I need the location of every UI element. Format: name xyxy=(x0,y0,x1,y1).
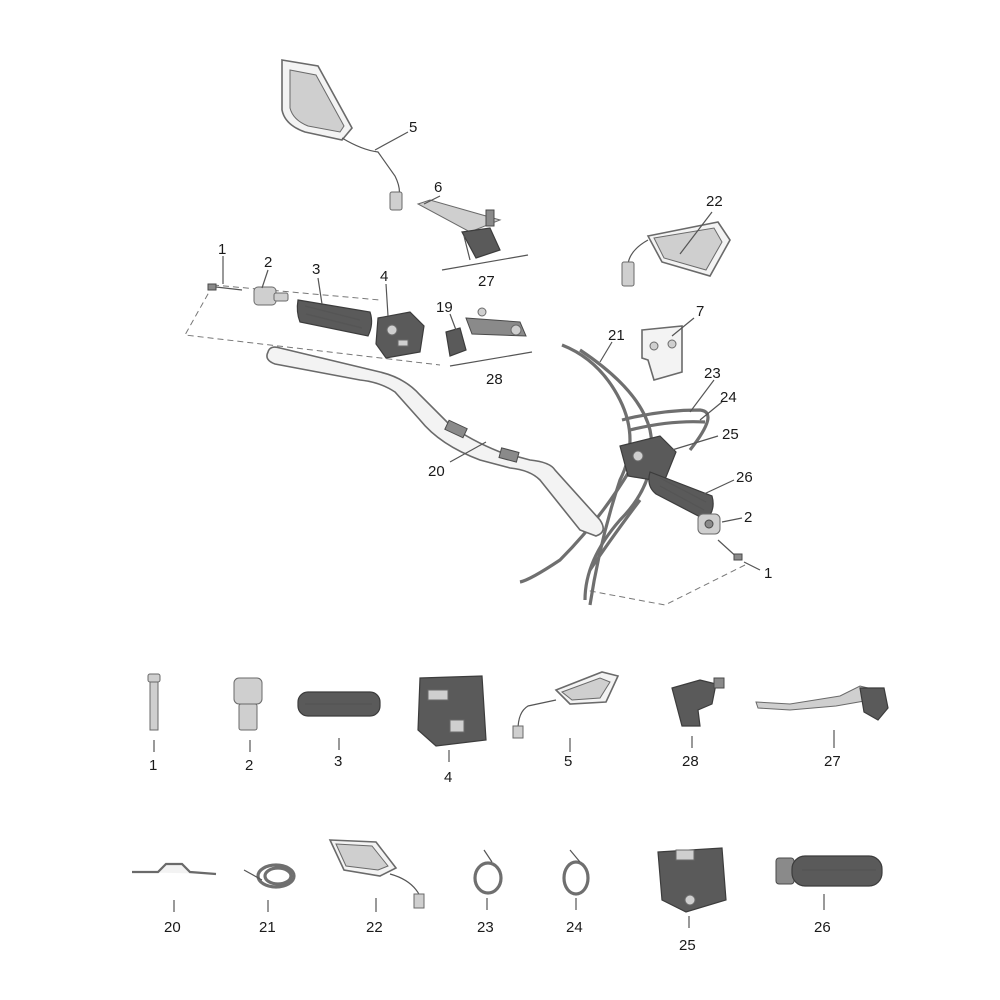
leader-7 xyxy=(671,317,695,337)
callout-5: 5 xyxy=(409,119,417,136)
mirror-right-part-22 xyxy=(621,221,731,287)
callout-20: 20 xyxy=(428,463,445,480)
thumb-handlebar-20 xyxy=(132,862,217,876)
leader-24 xyxy=(699,401,723,421)
thumb-label-3: 3 xyxy=(334,753,342,770)
callout-23: 23 xyxy=(704,365,721,382)
callout-27: 27 xyxy=(478,273,495,290)
thumb-grip-3 xyxy=(297,691,381,717)
bracket-part-7 xyxy=(641,325,683,381)
bolt-left-part-1 xyxy=(207,283,243,291)
leader-5 xyxy=(374,131,409,151)
callout-26: 26 xyxy=(736,469,753,486)
bolt-right-part-1 xyxy=(717,539,743,561)
thumb-label-28: 28 xyxy=(682,753,699,770)
thumb-mirror-5 xyxy=(512,671,620,739)
callout-2-right: 2 xyxy=(744,509,752,526)
thumb-label-1: 1 xyxy=(149,757,157,774)
parts-row-1: 1 2 3 4 5 xyxy=(147,671,889,786)
leader-2-left xyxy=(261,269,269,289)
switch-housing-part-4 xyxy=(375,311,425,359)
bar-end-left-part-2 xyxy=(253,286,289,306)
thumb-label-20: 20 xyxy=(164,919,181,936)
leader-3 xyxy=(317,277,323,305)
thumb-label-2: 2 xyxy=(245,757,253,774)
thumb-label-21: 21 xyxy=(259,919,276,936)
callout-24: 24 xyxy=(720,389,737,406)
leader-19 xyxy=(449,313,457,331)
grip-left-part-3 xyxy=(296,299,373,337)
leader-6 xyxy=(423,195,441,205)
thumb-label-5: 5 xyxy=(564,753,572,770)
bar-end-right-part-2 xyxy=(697,513,721,535)
mirror-left-part-5 xyxy=(281,59,403,211)
thumb-switch-25 xyxy=(657,847,727,913)
thumb-label-26: 26 xyxy=(814,919,831,936)
callout-22: 22 xyxy=(706,193,723,210)
bracket-27 xyxy=(441,254,529,271)
thumb-label-25: 25 xyxy=(679,937,696,954)
switch-right-part-25 xyxy=(619,435,677,483)
bracket-28 xyxy=(449,351,533,367)
right-alignment-dashline xyxy=(584,564,746,606)
thumb-cable-21 xyxy=(243,863,296,889)
leader-22 xyxy=(679,211,713,255)
callout-19: 19 xyxy=(436,299,453,316)
callout-1-right: 1 xyxy=(764,565,772,582)
thumb-label-23: 23 xyxy=(477,919,494,936)
thumb-mirror-22 xyxy=(328,839,425,909)
callout-28: 28 xyxy=(486,371,503,388)
throttle-cables-part-23-24 xyxy=(621,408,710,451)
left-alignment-dashline xyxy=(184,284,441,366)
thumb-switch-4 xyxy=(417,675,487,747)
callout-7: 7 xyxy=(696,303,704,320)
thumb-label-27: 27 xyxy=(824,753,841,770)
thumb-grip-26 xyxy=(775,855,883,887)
thumb-bar-end-2 xyxy=(233,677,263,731)
thumb-cable-23 xyxy=(473,849,503,895)
lever-part-6 xyxy=(416,199,502,261)
exploded-view: 5 6 27 1 2 3 xyxy=(184,59,772,606)
leader-21 xyxy=(599,341,613,363)
leader-2-right xyxy=(721,517,743,523)
thumb-lever-27 xyxy=(755,685,889,721)
thumb-cable-24 xyxy=(562,849,590,896)
handlebar-part-20 xyxy=(266,346,604,537)
leader-25 xyxy=(671,435,719,451)
leader-23 xyxy=(689,379,715,413)
callout-1-left: 1 xyxy=(218,241,226,258)
callout-2-left: 2 xyxy=(264,254,272,271)
leader-26 xyxy=(703,479,735,495)
thumb-label-4: 4 xyxy=(444,769,452,786)
callout-4: 4 xyxy=(380,268,388,285)
clutch-switch-part-19 xyxy=(445,307,527,357)
thumb-bolt-1 xyxy=(147,673,161,731)
callout-6: 6 xyxy=(434,179,442,196)
grip-right-part-26 xyxy=(648,471,714,521)
callout-3: 3 xyxy=(312,261,320,278)
thumb-label-24: 24 xyxy=(566,919,583,936)
leader-20 xyxy=(449,441,487,463)
callout-21: 21 xyxy=(608,327,625,344)
thumb-lever-mount-28 xyxy=(671,677,725,727)
parts-row-2: 20 21 22 23 24 xyxy=(132,839,883,954)
callout-25: 25 xyxy=(722,426,739,443)
thumb-label-22: 22 xyxy=(366,919,383,936)
leader-4 xyxy=(385,283,389,317)
leader-1-right xyxy=(743,561,761,571)
